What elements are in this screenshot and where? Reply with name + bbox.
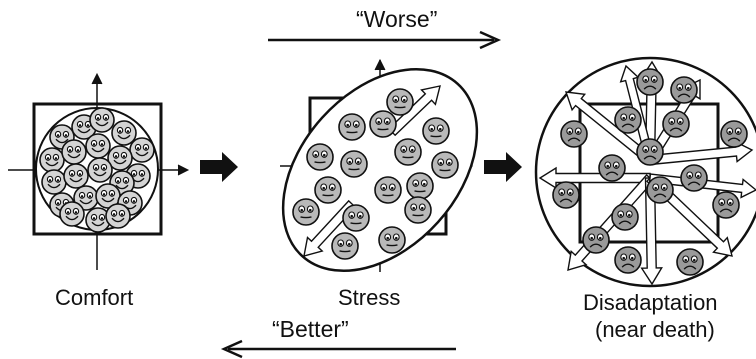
smiley-face-icon xyxy=(73,185,99,211)
smiley-face-icon xyxy=(61,139,87,165)
neutral-face-icon xyxy=(404,196,432,224)
smiley-face-icon xyxy=(85,207,111,233)
sad-face-icon xyxy=(636,68,664,96)
comfort-panel xyxy=(8,72,190,270)
neutral-face-icon xyxy=(374,176,402,204)
sad-face-icon xyxy=(598,154,626,182)
sad-face-icon xyxy=(670,76,698,104)
sad-face-icon xyxy=(552,181,580,209)
smiley-face-icon xyxy=(87,157,113,183)
sad-face-icon xyxy=(614,106,642,134)
smiley-face-icon xyxy=(107,145,133,171)
worse-arrow xyxy=(268,30,502,50)
neutral-face-icon xyxy=(378,226,406,254)
comfort-label: Comfort xyxy=(55,285,134,310)
hollow-arrow-icon xyxy=(648,140,754,166)
disadaptation-panel xyxy=(534,56,756,288)
smiley-face-icon xyxy=(41,169,67,195)
smiley-face-icon xyxy=(129,137,155,163)
better-label: “Better” xyxy=(272,316,349,342)
smiley-face-icon xyxy=(59,201,85,227)
smiley-face-icon xyxy=(105,203,131,229)
neutral-face-icon xyxy=(394,138,422,166)
hollow-arrow-icon xyxy=(564,91,654,165)
neutral-face-icon xyxy=(406,172,434,200)
neutral-face-icon xyxy=(306,143,334,171)
neutral-face-icon xyxy=(331,232,359,260)
neutral-face-icon xyxy=(342,204,370,232)
neutral-face-icon xyxy=(314,176,342,204)
neutral-face-icon xyxy=(292,198,320,226)
near-death-label: (near death) xyxy=(595,317,715,342)
transition-arrow-1 xyxy=(200,152,238,182)
neutral-face-icon xyxy=(422,117,450,145)
stress-panel xyxy=(280,58,479,273)
better-arrow xyxy=(220,339,456,359)
neutral-face-icon xyxy=(340,150,368,178)
stress-label: Stress xyxy=(338,285,401,310)
sad-face-icon xyxy=(662,110,690,138)
comfort-box xyxy=(32,102,163,236)
disadaptation-label: Disadaptation xyxy=(583,290,718,315)
sad-face-icon xyxy=(646,176,674,204)
smiley-face-icon xyxy=(95,183,121,209)
sad-face-icon xyxy=(636,138,664,166)
smiley-face-icon xyxy=(39,147,65,173)
sad-face-icon xyxy=(614,246,642,274)
transition-arrow-2 xyxy=(484,152,522,182)
disadaptation-circle xyxy=(534,56,756,288)
neutral-face-icon xyxy=(338,113,366,141)
smiley-face-icon xyxy=(85,133,111,159)
smiley-face-icon xyxy=(89,107,115,133)
hollow-arrow-icon xyxy=(538,166,651,190)
sad-face-icon xyxy=(712,191,740,219)
sad-face-icon xyxy=(611,203,639,231)
stress-faces xyxy=(292,88,459,260)
sad-face-icon xyxy=(560,120,588,148)
disadaptation-faces xyxy=(552,68,748,276)
smiley-face-icon xyxy=(63,163,89,189)
neutral-face-icon xyxy=(386,88,414,116)
worse-label: “Worse” xyxy=(356,6,438,32)
comfort-faces xyxy=(39,107,155,233)
smiley-face-icon xyxy=(111,120,137,146)
neutral-face-icon xyxy=(431,151,459,179)
neutral-face-icon xyxy=(369,110,397,138)
sad-face-icon xyxy=(720,120,748,148)
sad-face-icon xyxy=(676,248,704,276)
sad-face-icon xyxy=(680,164,708,192)
sad-face-icon xyxy=(582,226,610,254)
